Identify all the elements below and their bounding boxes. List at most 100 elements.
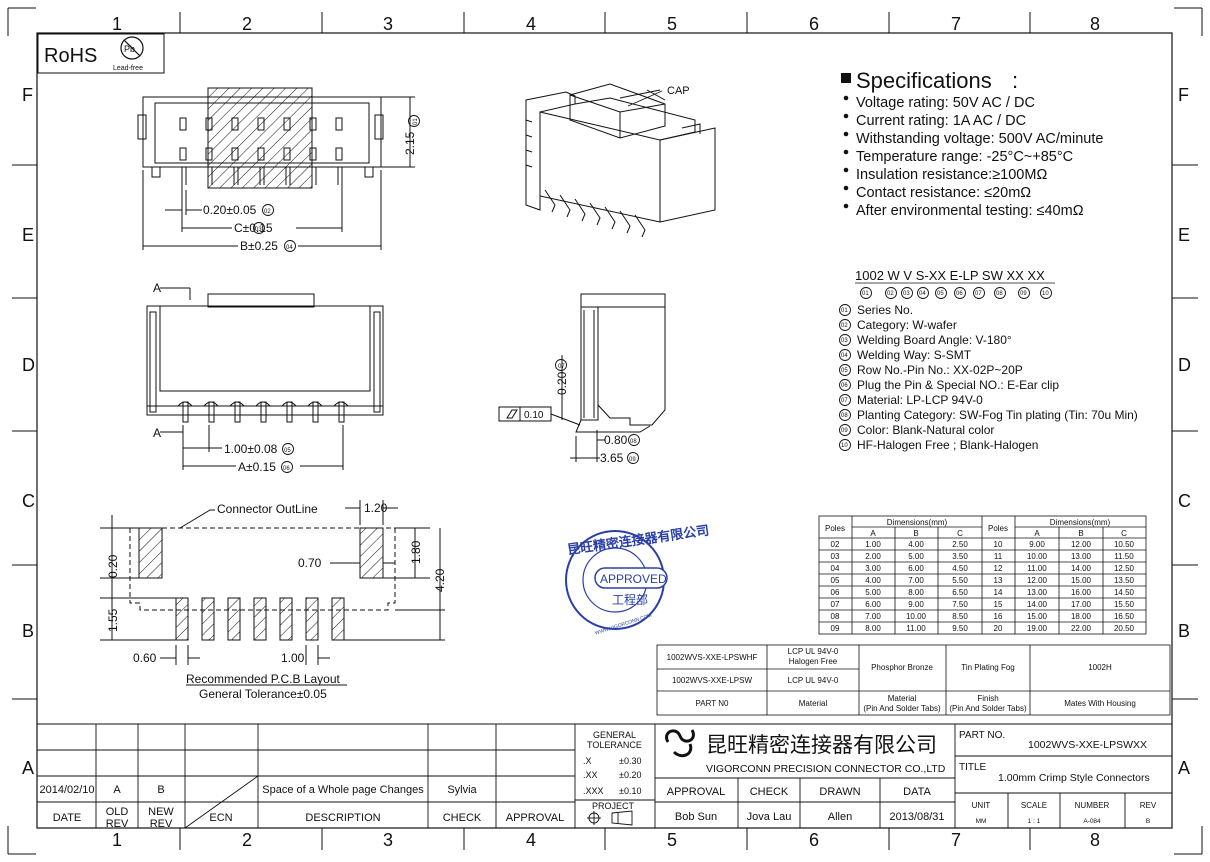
section-a-bottom: A — [153, 426, 161, 440]
pn-item: Welding Way: S-SMT — [857, 348, 972, 362]
row-label: F — [1178, 85, 1189, 105]
pn-item: Material: LP-LCP 94V-0 — [857, 393, 983, 407]
table-cell: 4.00 — [865, 576, 881, 585]
table-cell: 13.50 — [1114, 576, 1135, 585]
dimension-table-grid — [818, 515, 1147, 635]
pn-item: Color: Blank-Natural color — [857, 423, 994, 437]
tol-xx: .XX — [583, 770, 598, 780]
table-cell-poles: 16 — [994, 612, 1003, 621]
table-cell: 4.50 — [952, 564, 968, 573]
badge-09: 09 — [629, 457, 636, 463]
h-new1: NEW — [148, 806, 174, 818]
pn-item: Category: W-wafer — [857, 318, 957, 332]
cap-leader — [627, 90, 663, 107]
col-label: 1 — [112, 14, 122, 34]
col-label: 7 — [951, 14, 961, 34]
outline-label: Connector OutLine — [217, 502, 318, 516]
rohs-label: RoHS — [44, 45, 97, 67]
table-cell: 11.00 — [906, 624, 926, 633]
col-label: 5 — [667, 830, 677, 850]
sign-h-data: DATA — [903, 786, 931, 798]
table-cell-poles: 08 — [831, 612, 840, 621]
dim-table-title: Dimensions(mm) — [1050, 518, 1111, 527]
dim-0-60: 0.60 — [133, 651, 157, 665]
pn-item-num: 01 — [841, 308, 848, 314]
table-cell-poles: 13 — [994, 576, 1003, 585]
table-cell-poles: 15 — [994, 600, 1003, 609]
mat-h-fin1: Finish — [977, 694, 998, 703]
pn-item-num: 08 — [841, 413, 848, 419]
col-label: 2 — [242, 830, 252, 850]
rev-check: Sylvia — [447, 784, 477, 796]
col-a: A — [870, 529, 876, 538]
col-label: 5 — [667, 14, 677, 34]
badge-08: 08 — [630, 439, 637, 445]
table-cell: 8.00 — [908, 588, 924, 597]
dim-0-20-pcb: 0.20 — [106, 554, 120, 578]
stamp-ring-text: 昆旺精密连接器有限公司 — [566, 523, 710, 558]
col-label: 1 — [112, 830, 122, 850]
table-cell: 20.50 — [1114, 624, 1135, 633]
table-cell: 11.00 — [1027, 564, 1047, 573]
rohs-pb: Pb — [124, 44, 135, 54]
title-label: TITLE — [959, 762, 987, 773]
drawing-title: 1.00mm Crimp Style Connectors — [998, 772, 1150, 784]
table-cell: 14.50 — [1114, 588, 1135, 597]
pn-item: Planting Category: SW-Fog Tin plating (T… — [857, 408, 1138, 422]
mat-finish: Tin Plating Fog — [961, 663, 1015, 672]
unit: MM — [976, 818, 987, 825]
sign-check: Jova Lau — [747, 811, 792, 823]
company-name-cn: 昆旺精密连接器有限公司 — [706, 734, 937, 757]
poles-header: Poles — [988, 524, 1008, 533]
mat-h-pin1: Material — [888, 694, 917, 703]
mat-h-part: PART N0 — [696, 699, 729, 708]
table-cell-poles: 06 — [831, 588, 840, 597]
stamp-url: WWW.VIGORCONN.COM — [594, 613, 652, 637]
col-label: 4 — [526, 830, 536, 850]
mat-h-pin2: (Pin And Solder Tabs) — [863, 704, 941, 713]
sign-h-drawn: DRAWN — [819, 786, 860, 798]
badge-03: 03 — [255, 227, 262, 233]
row-label: E — [1178, 225, 1190, 245]
badge-05: 05 — [284, 448, 291, 454]
table-cell: 6.50 — [952, 588, 968, 597]
table-cell-poles: 04 — [831, 564, 840, 573]
tol-xxv: ±0.20 — [619, 770, 641, 780]
table-cell: 7.00 — [865, 612, 881, 621]
table-cell: 15.00 — [1027, 612, 1048, 621]
pn-item-num: 02 — [841, 323, 848, 329]
projection-label: PROJECT — [592, 801, 635, 811]
badge-circles — [253, 115, 1052, 473]
dim-pitch: 1.00±0.08 — [224, 442, 278, 456]
row-label: D — [22, 355, 35, 375]
row-label: B — [22, 621, 34, 641]
pn-badge: 03 — [903, 291, 910, 297]
h-approval: APPROVAL — [506, 812, 565, 824]
h-date: DATE — [53, 812, 82, 824]
col-c: C — [1121, 529, 1127, 538]
spec-item: Withstanding voltage: 500V AC/minute — [856, 131, 1103, 147]
pn-item-num: 09 — [841, 428, 848, 434]
table-cell: 3.50 — [952, 552, 968, 561]
dim-3-65: 3.65 — [600, 451, 624, 465]
mat-mates: 1002H — [1088, 663, 1112, 672]
grid-labels: 1 2 3 4 5 6 7 8 1 2 3 4 5 6 7 8 F E D C … — [22, 14, 1191, 850]
col-label: 6 — [809, 830, 819, 850]
mat-lcp-2: LCP UL 94V-0 — [788, 676, 839, 685]
row-label: C — [22, 491, 35, 511]
table-cell: 15.00 — [1071, 576, 1092, 585]
table-cell: 12.00 — [1071, 540, 1092, 549]
table-cell: 5.00 — [865, 588, 881, 597]
mat-h-fin2: (Pin And Solder Tabs) — [949, 704, 1027, 713]
dim-0-20-side: 0.20 — [555, 371, 569, 395]
poles-header: Poles — [825, 524, 845, 533]
table-cell-poles: 05 — [831, 576, 840, 585]
col-label: 8 — [1090, 830, 1100, 850]
table-cell: 8.00 — [865, 624, 881, 633]
pn-badge: 08 — [996, 291, 1003, 297]
tol-xxx: .XXX — [583, 786, 604, 796]
tol-title2: TOLERANCE — [587, 740, 642, 750]
col-b: B — [1078, 529, 1083, 538]
mat-lcp-1: LCP UL 94V-0 — [788, 647, 839, 656]
